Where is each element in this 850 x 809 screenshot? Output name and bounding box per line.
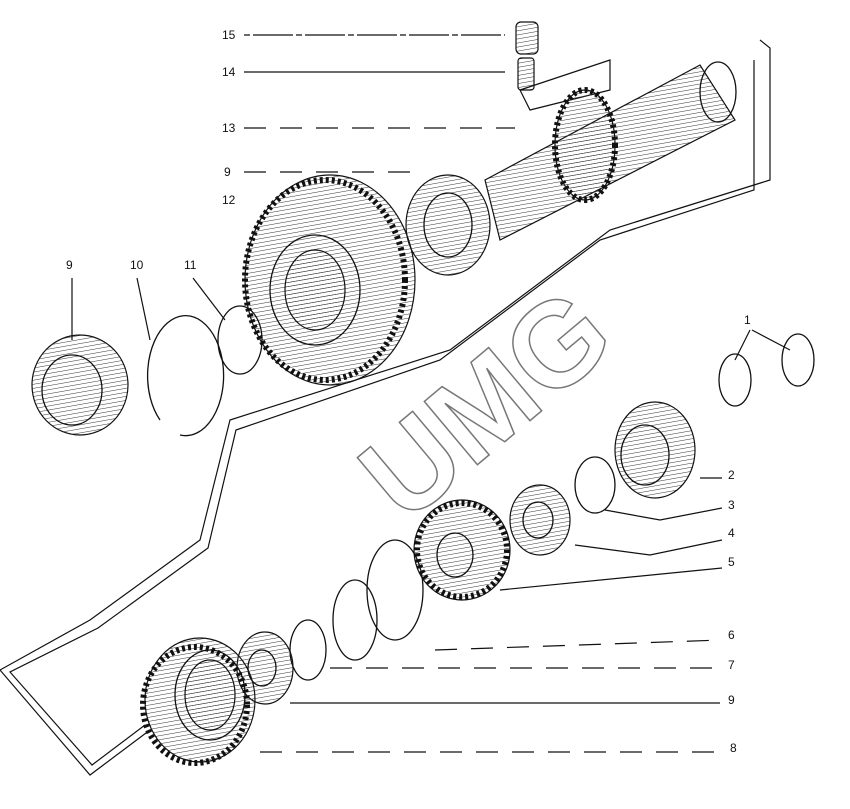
label-9-bottom: 9 — [728, 693, 735, 707]
label-6: 6 — [728, 628, 735, 642]
label-10: 10 — [130, 258, 144, 272]
part-12-gear — [242, 174, 416, 386]
leader-lines — [0, 34, 791, 776]
part-5-gear — [413, 499, 511, 601]
label-4: 4 — [728, 526, 735, 540]
label-5: 5 — [728, 555, 735, 569]
label-11: 11 — [184, 258, 197, 272]
part-11-ring — [217, 305, 263, 375]
part-7-ring — [289, 579, 378, 681]
label-2: 2 — [728, 468, 735, 482]
label-13: 13 — [222, 121, 236, 135]
label-7: 7 — [728, 658, 735, 672]
part-9-bearing-top — [405, 174, 491, 276]
part-3-ring — [574, 456, 616, 514]
label-15: 15 — [222, 28, 236, 42]
part-6-ring — [366, 539, 424, 641]
part-4-bearing — [509, 484, 571, 556]
part-1-rings — [718, 333, 815, 407]
part-9-bearing-left — [31, 334, 129, 436]
part-2-bearing — [614, 401, 696, 499]
part-10-snap-ring — [146, 315, 225, 437]
label-1: 1 — [744, 313, 751, 327]
part-15-plug — [515, 21, 539, 55]
part-14-spring — [517, 57, 535, 91]
label-3: 3 — [728, 498, 735, 512]
part-8-synchro-hub — [140, 637, 256, 766]
part-13-shaft — [484, 61, 737, 241]
label-9-top: 9 — [224, 165, 231, 179]
label-12: 12 — [222, 193, 236, 207]
label-14: 14 — [222, 65, 236, 79]
label-8: 8 — [730, 741, 737, 755]
label-9-left: 9 — [66, 258, 73, 272]
